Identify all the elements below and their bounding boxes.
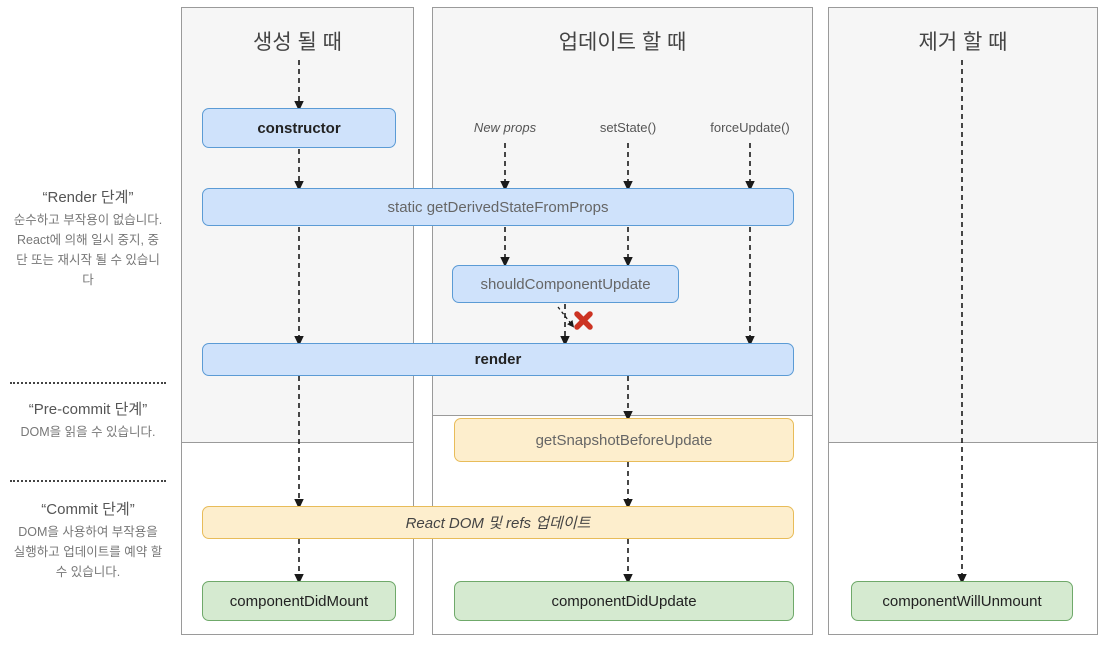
panel-title-mounting: 생성 될 때	[253, 31, 342, 54]
box-component-did-mount[interactable]: componentDidMount	[202, 581, 396, 621]
legend-title-pre-commit: “Pre-commit 단계”	[28, 401, 148, 418]
box-should-component-update[interactable]: shouldComponentUpdate	[452, 265, 679, 303]
legend-title-commit: “Commit 단계”	[41, 501, 135, 518]
box-get-derived-state-from-props[interactable]: static getDerivedStateFromProps	[202, 188, 794, 226]
panel-title-updating: 업데이트 할 때	[558, 31, 687, 54]
panel-unmounting-header	[829, 8, 1097, 443]
panel-unmounting: 제거 할 때	[828, 7, 1098, 635]
box-render[interactable]: render	[202, 343, 794, 376]
legend-block-render: “Render 단계” 순수하고 부작용이 없습니다. React에 의해 일시…	[0, 186, 176, 290]
box-react-dom-refs-update[interactable]: React DOM 및 refs 업데이트	[202, 506, 794, 539]
box-component-did-update[interactable]: componentDidUpdate	[454, 581, 794, 621]
trigger-force-update: forceUpdate()	[710, 120, 790, 135]
phase-legend: “Render 단계” 순수하고 부작용이 없습니다. React에 의해 일시…	[0, 0, 176, 658]
trigger-set-state: setState()	[599, 120, 657, 135]
x-mark-icon	[574, 311, 593, 330]
panel-title-unmounting: 제거 할 때	[918, 31, 1008, 54]
legend-block-commit: “Commit 단계” DOM을 사용하여 부작용을 실행하고 업데이트를 예약…	[0, 498, 176, 582]
legend-block-pre-commit: “Pre-commit 단계” DOM을 읽을 수 있습니다.	[0, 398, 176, 442]
trigger-new-props: New props	[473, 120, 537, 135]
legend-divider-top	[10, 382, 166, 384]
box-constructor[interactable]: constructor	[202, 108, 396, 148]
legend-body-commit: DOM을 사용하여 부작용을 실행하고 업데이트를 예약 할 수 있습니다.	[13, 525, 163, 579]
legend-divider-bottom	[10, 480, 166, 482]
legend-body-pre-commit: DOM을 읽을 수 있습니다.	[20, 425, 156, 439]
box-get-snapshot-before-update[interactable]: getSnapshotBeforeUpdate	[454, 418, 794, 462]
box-component-will-unmount[interactable]: componentWillUnmount	[851, 581, 1073, 621]
legend-title-render: “Render 단계”	[42, 189, 134, 206]
legend-body-render: 순수하고 부작용이 없습니다. React에 의해 일시 중지, 중단 또는 재…	[13, 213, 163, 287]
